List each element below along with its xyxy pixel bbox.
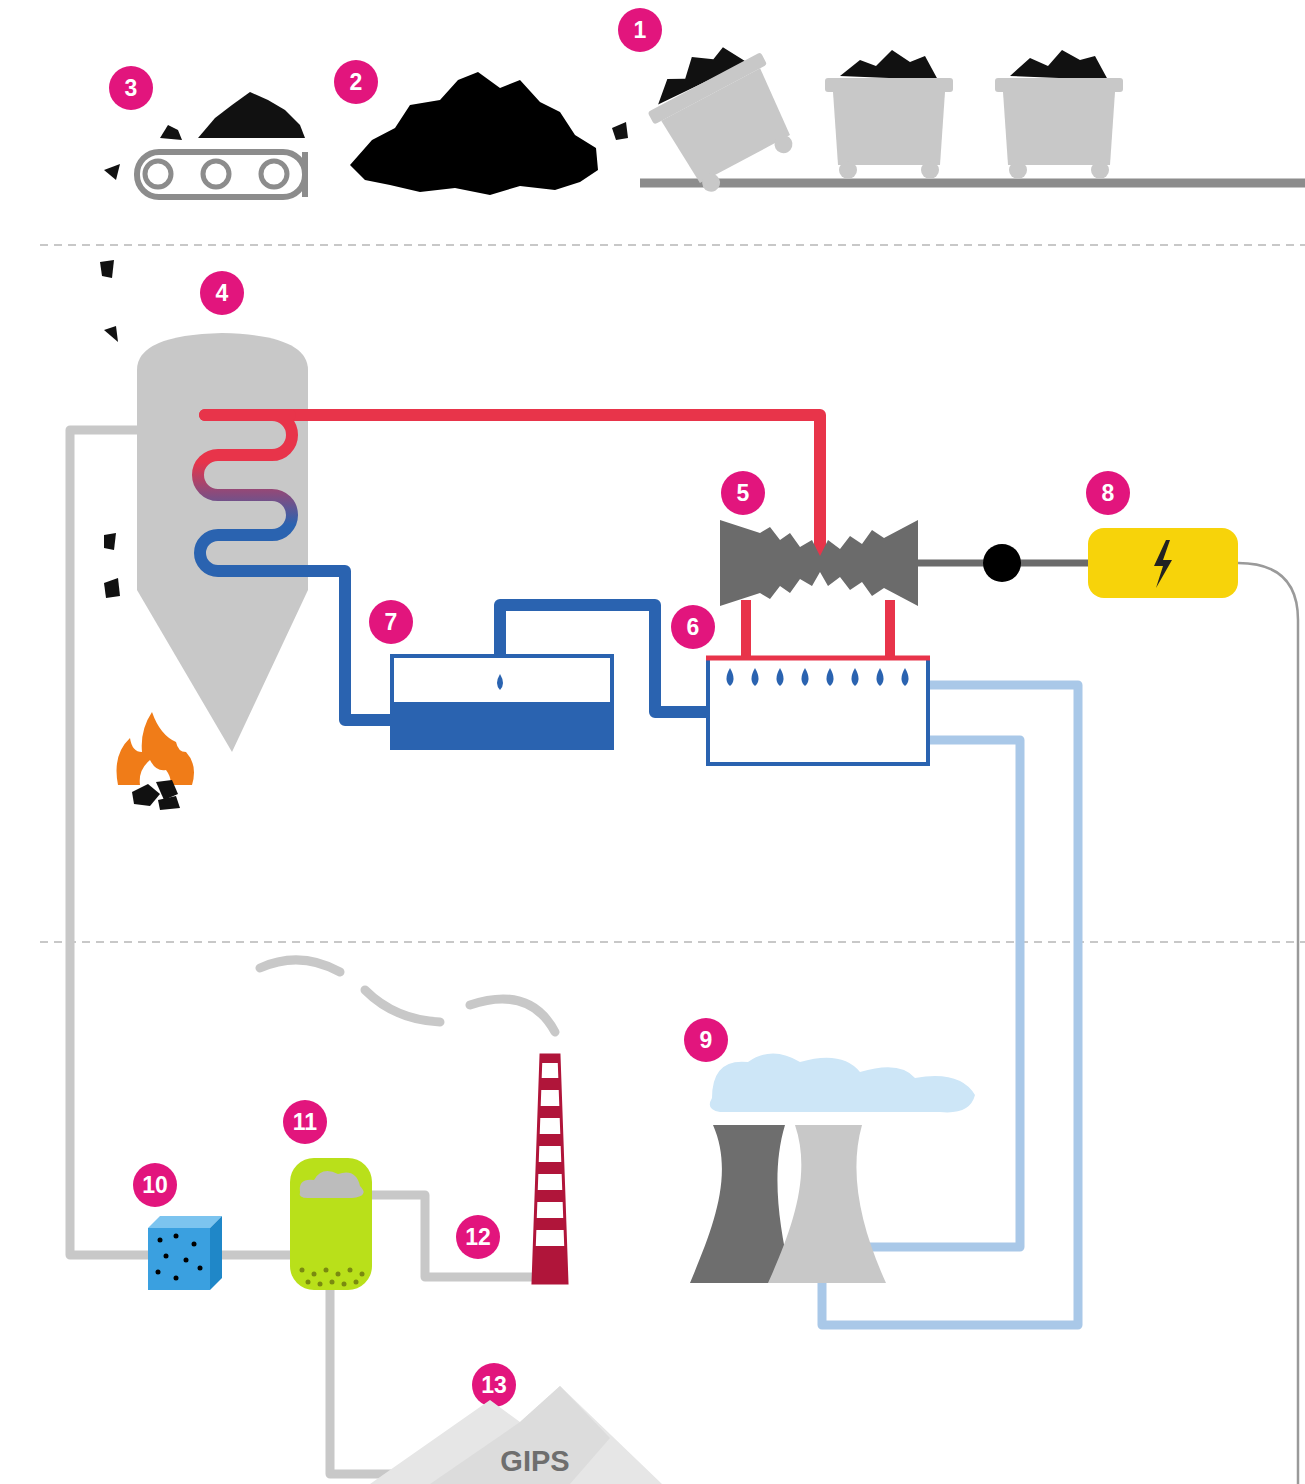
exhaust-steam-pipe	[885, 600, 895, 658]
callout-number: 6	[671, 605, 715, 649]
coal-stockpile	[350, 72, 598, 195]
callout-text: 8	[1102, 482, 1115, 505]
callout-text: 11	[293, 1111, 317, 1134]
tipping-coal-wagon	[634, 27, 808, 201]
coal-wagon	[825, 50, 953, 179]
desulphurisation-scrubber	[290, 1158, 372, 1290]
coupling	[983, 544, 1021, 582]
callout-number: 1	[618, 8, 662, 52]
callout-number: 7	[369, 600, 413, 644]
feedwater-tank	[392, 656, 612, 748]
callout-number: 9	[684, 1018, 728, 1062]
callout-text: 12	[465, 1226, 491, 1249]
callout-text: 7	[385, 611, 398, 634]
callout-number: 12	[456, 1215, 500, 1259]
callout-number: 8	[1086, 471, 1130, 515]
callout-number: 5	[721, 471, 765, 515]
electrostatic-precipitator	[148, 1216, 222, 1290]
cooling-water-pipe	[870, 740, 1020, 1247]
chimney	[520, 1055, 580, 1283]
callout-text: 6	[687, 616, 700, 639]
gypsum-pile: GIPS	[370, 1378, 662, 1484]
callout-text: 3	[125, 77, 138, 100]
callout-text: 13	[481, 1374, 507, 1397]
boiler	[137, 333, 308, 752]
steam-turbine	[720, 520, 918, 606]
callout-text: 1	[634, 19, 647, 42]
cooling-tower	[690, 1054, 975, 1284]
flue-gas-duct	[215, 1251, 292, 1260]
rail-track	[640, 179, 1305, 188]
section-divider	[40, 244, 1305, 246]
callout-text: 4	[216, 282, 229, 305]
coal-piece	[612, 122, 628, 140]
callout-number: 4	[200, 271, 244, 315]
coal-wagon	[995, 50, 1123, 179]
conveyor-belt	[137, 92, 305, 197]
callout-number: 11	[283, 1100, 327, 1144]
callout-number: 10	[133, 1163, 177, 1207]
exhaust-steam-pipe	[741, 600, 751, 658]
furnace-fire	[117, 712, 195, 810]
flue-gas-duct	[370, 1195, 536, 1277]
condenser	[706, 658, 930, 764]
callout-text: 10	[142, 1174, 168, 1197]
boiler-coil	[198, 415, 292, 571]
section-divider	[40, 941, 1305, 943]
pile-label: GIPS	[500, 1447, 569, 1476]
power-line	[1238, 563, 1298, 1484]
falling-coal	[100, 164, 120, 598]
gypsum-line	[330, 1288, 400, 1474]
feedwater-pipe	[276, 571, 392, 720]
generator	[1088, 528, 1238, 598]
callout-number: 2	[334, 60, 378, 104]
smoke-plume	[260, 960, 555, 1032]
callout-number: 3	[109, 66, 153, 110]
callout-text: 5	[737, 482, 750, 505]
callout-number: 13	[472, 1363, 516, 1407]
callout-text: 2	[350, 71, 363, 94]
callout-text: 9	[700, 1029, 713, 1052]
